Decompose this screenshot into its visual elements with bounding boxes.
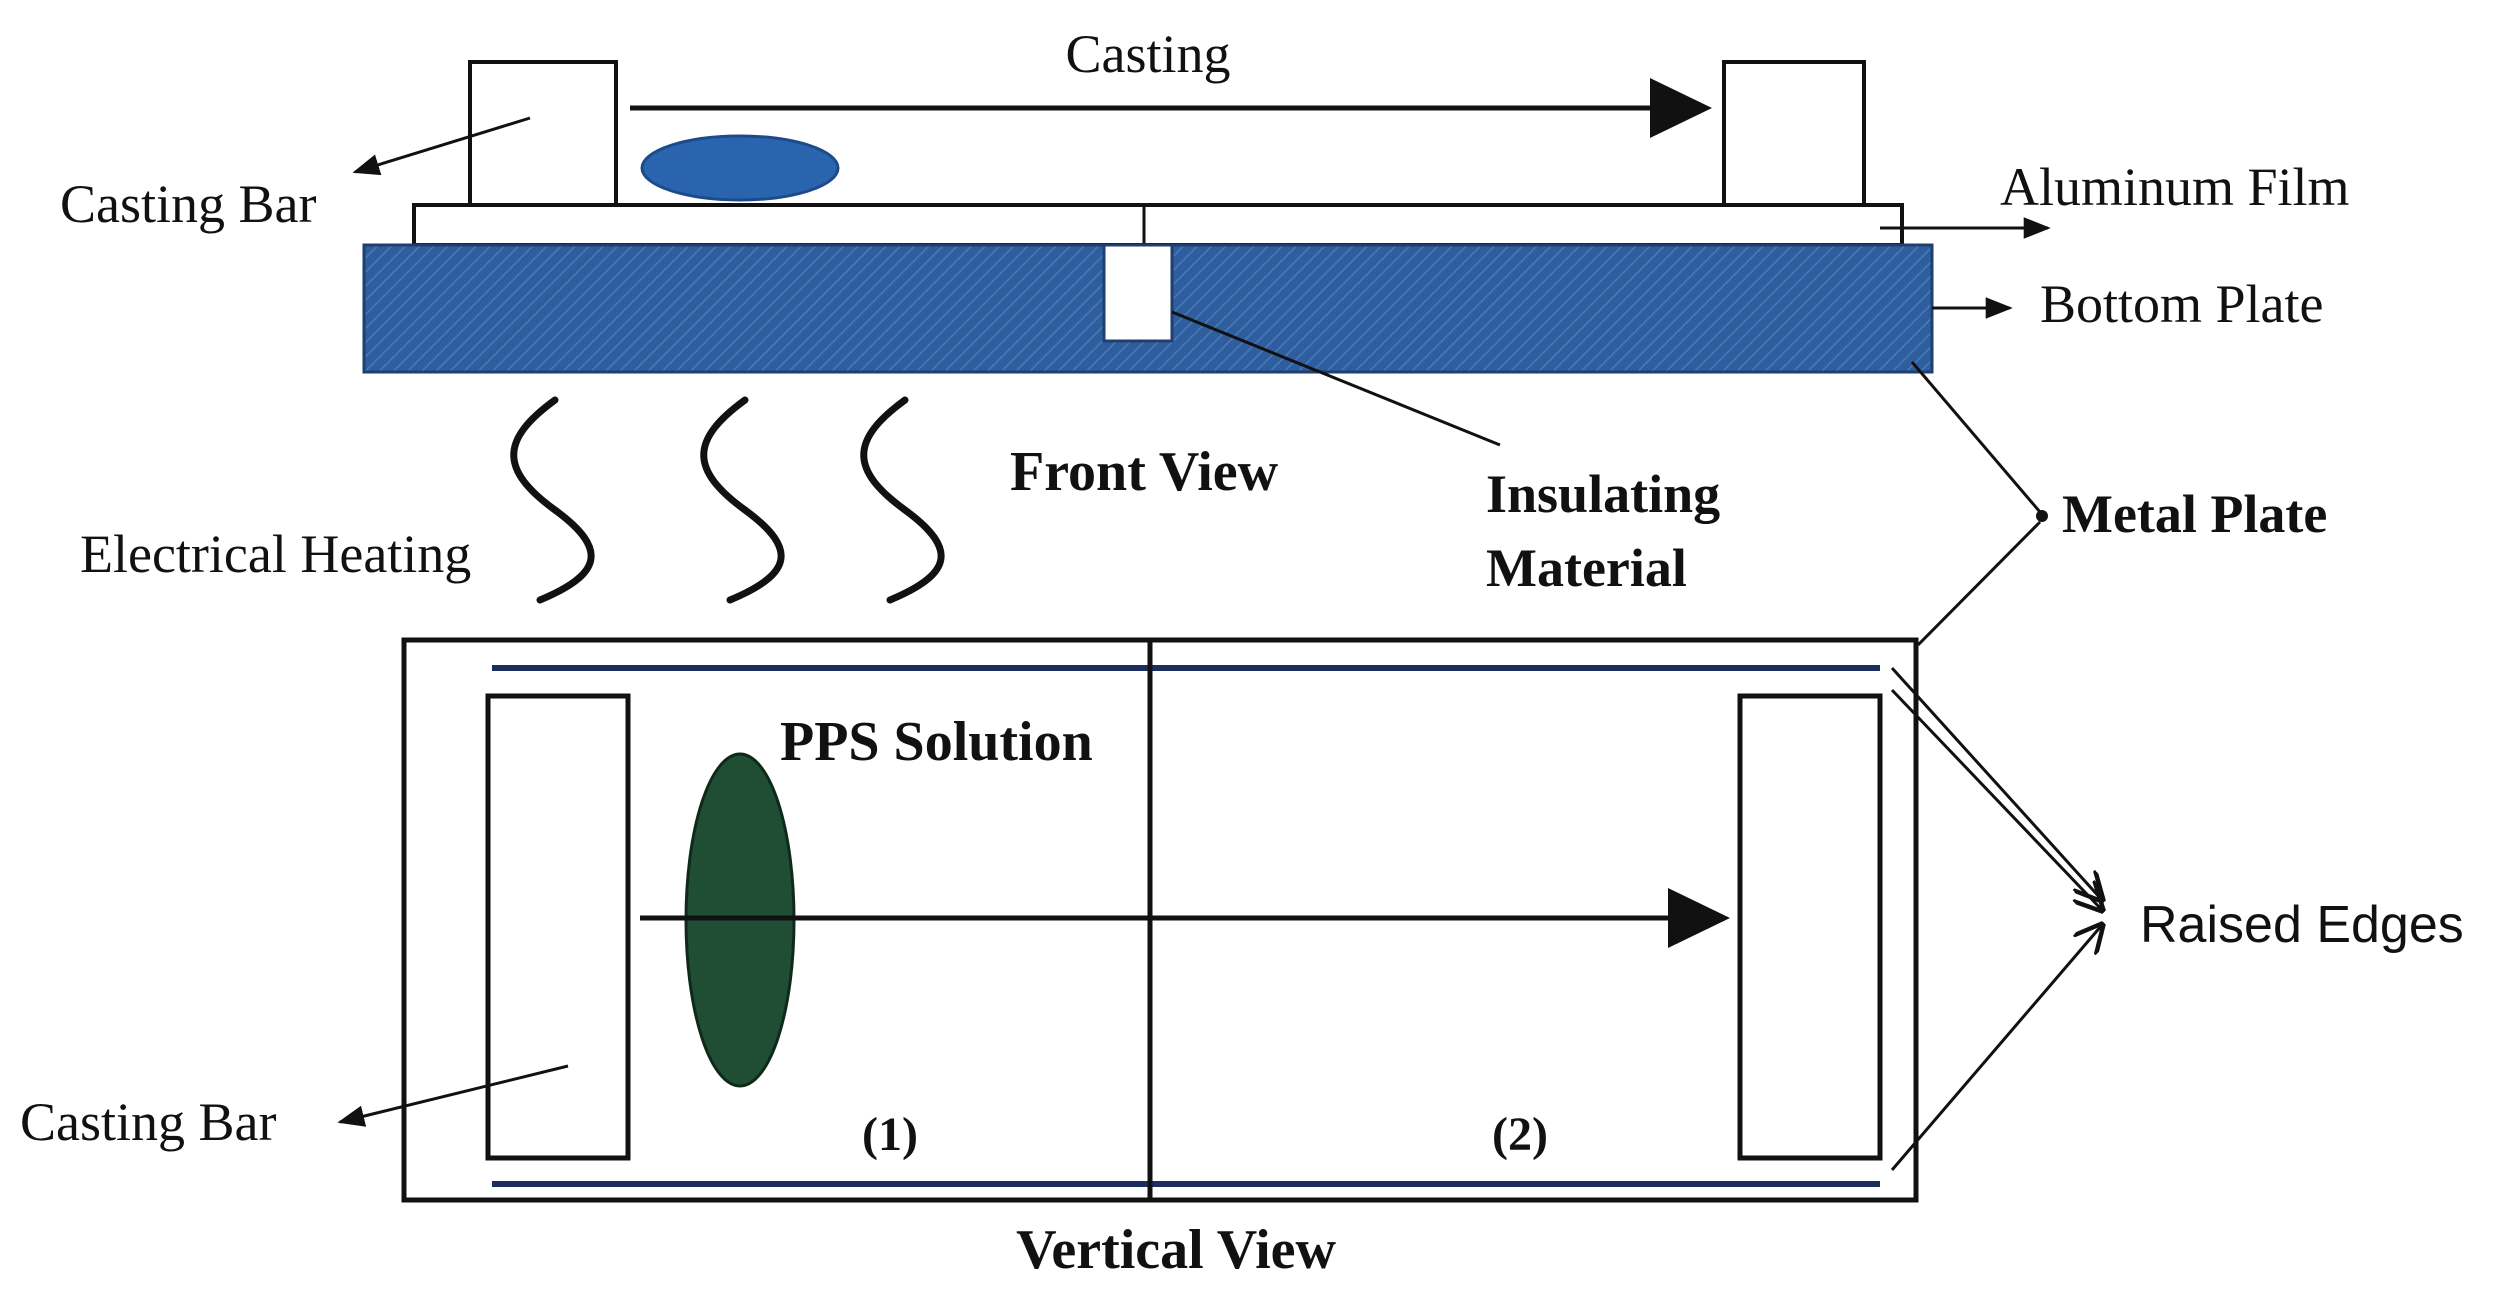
- heating-wave-3: [860, 396, 945, 604]
- vertical-casting-arrowhead: [1668, 888, 1730, 948]
- raised-edges-pointer-2: [1890, 688, 2102, 910]
- vertical-view-label: Vertical View: [1016, 1219, 1336, 1281]
- solution-drop-front: [640, 134, 840, 202]
- zone-2-label: (2): [1492, 1108, 1548, 1161]
- bottom-plate-label: Bottom Plate: [2040, 274, 2324, 334]
- aluminum-film-label: Aluminum Film: [2000, 157, 2350, 217]
- casting-bar-bottom-label: Casting Bar: [20, 1092, 276, 1152]
- casting-arrowhead: [1650, 78, 1712, 138]
- casting-bar-top-pointer: [352, 116, 531, 176]
- raised-edges-pointer-1: [1890, 666, 2102, 900]
- insulating-label-line2: Material: [1486, 538, 1687, 598]
- casting-bar-left-front: [468, 60, 618, 207]
- casting-bar-bottom-pointer: [337, 1064, 569, 1127]
- casting-label: Casting: [1065, 24, 1230, 84]
- aluminum-film: [412, 203, 1904, 247]
- metal-plate-pointer-down: [1916, 520, 2042, 647]
- front-view-label: Front View: [1010, 441, 1279, 503]
- metal-plate-pointer-up: [1910, 361, 2042, 513]
- heating-wave-2: [700, 396, 785, 604]
- insulating-pointer: [1171, 310, 1501, 447]
- pps-solution-label: PPS Solution: [780, 711, 1093, 773]
- electrical-heating-label: Electrical Heating: [80, 524, 471, 584]
- metal-plate-pointer-dot: [2036, 510, 2048, 522]
- insulating-material: [1102, 243, 1174, 343]
- casting-bar-left-vertical: [485, 693, 631, 1161]
- heating-wave-1: [510, 396, 595, 604]
- zone-1-label: (1): [862, 1108, 918, 1161]
- insulating-label-line1: Insulating: [1486, 464, 1720, 524]
- metal-plate-label: Metal Plate: [2062, 484, 2327, 544]
- casting-bar-top-label: Casting Bar: [60, 174, 316, 234]
- raised-edges-label: Raised Edges: [2140, 896, 2464, 954]
- raised-edges-pointer-3: [1890, 925, 2102, 1171]
- casting-bar-right-vertical: [1737, 693, 1883, 1161]
- casting-bar-right-front: [1722, 60, 1866, 207]
